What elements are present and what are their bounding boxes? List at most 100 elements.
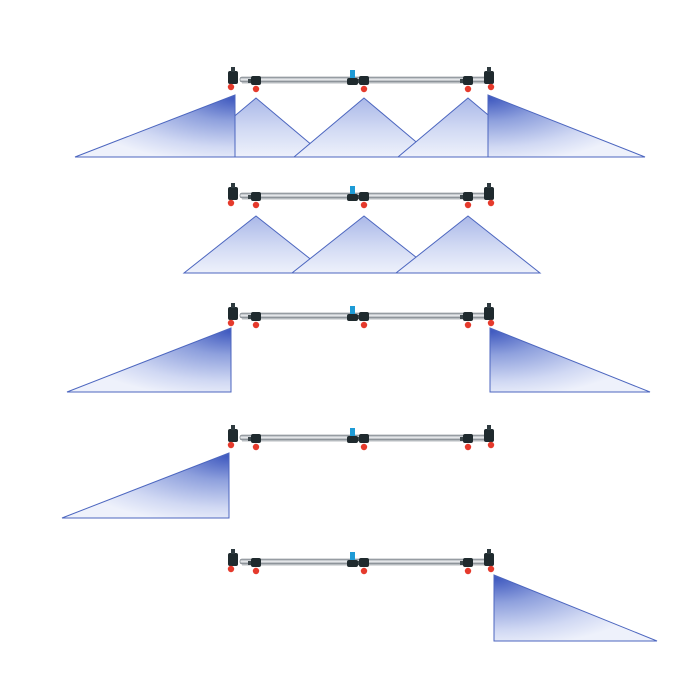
spray-configuration-1 <box>74 67 646 158</box>
nozzle-body <box>251 434 261 443</box>
end-nozzle-cap <box>231 67 235 72</box>
boomless-end-nozzle-icon <box>227 67 238 91</box>
left-boomless-spray-fan <box>61 452 230 519</box>
end-nozzle-body <box>228 187 238 200</box>
center-valve-stem <box>350 70 355 82</box>
center-valve-icon <box>347 70 358 85</box>
nozzle-body <box>251 192 261 201</box>
left-boomless-spray-fan <box>74 94 236 158</box>
end-nozzle-cap <box>487 183 491 188</box>
end-nozzle-cap <box>231 183 235 188</box>
end-nozzle-cap <box>231 425 235 430</box>
spray-boom <box>227 183 495 209</box>
end-nozzle-tip <box>227 565 235 573</box>
boomless-end-nozzle-icon <box>227 303 238 327</box>
end-nozzle-body <box>228 307 238 320</box>
nozzle-clamp <box>248 195 251 199</box>
center-valve-stem <box>350 428 355 440</box>
spray-configuration-3 <box>66 303 651 393</box>
nozzle-body <box>359 558 369 567</box>
nozzle-tip <box>252 567 260 575</box>
end-nozzle-tip <box>487 319 495 327</box>
center-valve-body <box>347 194 358 201</box>
end-nozzle-tip <box>227 319 235 327</box>
center-valve-icon <box>347 306 358 321</box>
nozzle-clamp <box>248 561 251 565</box>
end-nozzle-cap <box>487 425 491 430</box>
spray-fans <box>182 215 542 274</box>
spray-fans <box>74 94 646 158</box>
nozzle-tip <box>360 443 368 451</box>
nozzle-body <box>251 76 261 85</box>
spray-boom <box>227 303 495 329</box>
end-nozzle-body <box>484 71 494 84</box>
nozzle-clamp <box>248 315 251 319</box>
boomless-end-nozzle-icon <box>227 183 238 207</box>
spray-nozzle-icon <box>460 76 473 93</box>
center-valve-body <box>347 314 358 321</box>
end-nozzle-tip <box>487 83 495 91</box>
spray-nozzle-icon <box>356 434 369 451</box>
right-boomless-spray-fan <box>493 574 658 642</box>
center-valve-stem <box>350 186 355 198</box>
spray-nozzle-icon <box>248 434 261 451</box>
nozzle-clamp <box>248 437 251 441</box>
right-boomless-spray-fan <box>487 94 646 158</box>
nozzle-body <box>359 434 369 443</box>
nozzle-tip <box>252 321 260 329</box>
nozzle-clamp <box>460 437 463 441</box>
spray-fans <box>493 574 658 642</box>
spray-configuration-2 <box>182 183 542 274</box>
nozzle-clamp <box>460 315 463 319</box>
center-spray-fan <box>292 97 436 158</box>
nozzle-body <box>463 558 473 567</box>
center-valve-body <box>347 436 358 443</box>
nozzle-tip <box>360 201 368 209</box>
end-nozzle-body <box>228 429 238 442</box>
spray-nozzle-icon <box>248 558 261 575</box>
center-valve-body <box>347 78 358 85</box>
end-nozzle-body <box>228 71 238 84</box>
boomless-end-nozzle-icon <box>484 425 495 449</box>
center-spray-fan <box>394 215 542 274</box>
boomless-end-nozzle-icon <box>227 425 238 449</box>
center-spray-fan <box>182 215 330 274</box>
spray-nozzle-icon <box>460 434 473 451</box>
spray-nozzle-icon <box>248 312 261 329</box>
nozzle-body <box>463 434 473 443</box>
end-nozzle-body <box>228 553 238 566</box>
spray-nozzle-icon <box>460 558 473 575</box>
spray-nozzle-icon <box>248 76 261 93</box>
boomless-end-nozzle-icon <box>484 183 495 207</box>
nozzle-tip <box>464 567 472 575</box>
center-valve-icon <box>347 428 358 443</box>
center-spray-fan <box>290 215 438 274</box>
spray-boom <box>227 549 495 575</box>
end-nozzle-tip <box>487 441 495 449</box>
spray-nozzle-icon <box>248 192 261 209</box>
spray-configuration-4 <box>61 425 495 519</box>
center-valve-body <box>347 560 358 567</box>
nozzle-clamp <box>248 79 251 83</box>
end-nozzle-tip <box>227 199 235 207</box>
spray-nozzle-icon <box>460 192 473 209</box>
spray-fans <box>66 327 651 393</box>
end-nozzle-tip <box>227 441 235 449</box>
nozzle-body <box>463 192 473 201</box>
nozzle-tip <box>360 321 368 329</box>
spray-fans <box>61 452 230 519</box>
nozzle-body <box>251 312 261 321</box>
boomless-end-nozzle-icon <box>227 549 238 573</box>
nozzle-tip <box>252 443 260 451</box>
end-nozzle-body <box>484 307 494 320</box>
nozzle-clamp <box>460 79 463 83</box>
nozzle-body <box>251 558 261 567</box>
center-valve-icon <box>347 552 358 567</box>
nozzle-tip <box>464 321 472 329</box>
boomless-end-nozzle-icon <box>484 549 495 573</box>
end-nozzle-cap <box>487 549 491 554</box>
end-nozzle-cap <box>487 67 491 72</box>
end-nozzle-tip <box>487 565 495 573</box>
nozzle-tip <box>252 85 260 93</box>
